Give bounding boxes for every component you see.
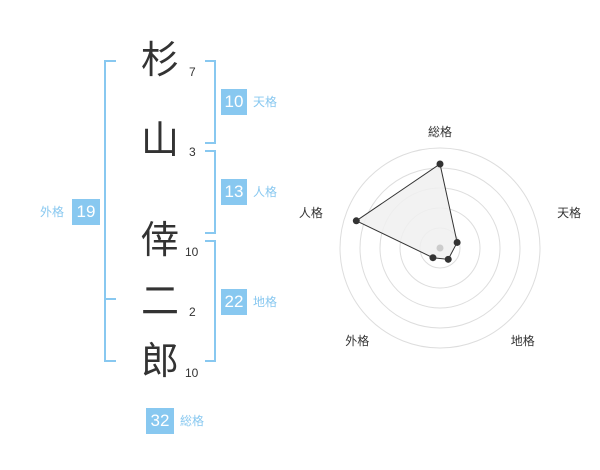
chikaku-label: 地格 <box>253 295 278 309</box>
kanji-3: 倖 <box>140 218 179 262</box>
tenkaku-bracket <box>205 60 216 144</box>
stroke-count-1: 7 <box>189 65 196 79</box>
chikaku-bracket <box>205 240 216 362</box>
stroke-count-2: 3 <box>189 145 196 159</box>
kanji-4: 二 <box>140 279 179 323</box>
radar-axis-label-1: 総格 <box>428 124 452 139</box>
stroke-count-4: 2 <box>189 305 196 319</box>
kanji-5: 郎 <box>140 339 179 383</box>
kanji-2: 山 <box>140 118 179 162</box>
stroke-count-3: 10 <box>185 245 199 259</box>
jinkaku-label: 人格 <box>253 185 278 199</box>
kanji-1: 杉 <box>140 38 179 82</box>
radar-point-4 <box>429 254 437 262</box>
radar-grid-ring-5 <box>339 147 541 349</box>
radar-axis-label-2: 天格 <box>557 205 581 220</box>
tenkaku-value: 10 <box>221 89 247 115</box>
radar-point-1 <box>436 160 444 168</box>
gaikaku-bracket-mid-tick <box>104 298 116 300</box>
gaikaku-value: 19 <box>72 199 100 225</box>
soukaku-label: 総格 <box>180 414 205 428</box>
radar-axis-label-3: 地格 <box>511 333 535 348</box>
tenkaku-label: 天格 <box>253 95 278 109</box>
radar-series-polygon <box>355 163 458 260</box>
radar-point-2 <box>453 238 461 246</box>
soukaku-value: 32 <box>146 408 174 434</box>
radar-point-5 <box>352 217 360 225</box>
jinkaku-bracket <box>205 150 216 234</box>
stroke-count-5: 10 <box>185 366 199 380</box>
radar-axis-label-5: 人格 <box>299 205 323 220</box>
radar-center-dot <box>436 244 444 252</box>
radar-axis-label-4: 外格 <box>345 333 369 348</box>
chikaku-value: 22 <box>221 289 247 315</box>
radar-point-3 <box>444 255 452 263</box>
gaikaku-label: 外格 <box>40 205 65 219</box>
jinkaku-value: 13 <box>221 179 247 205</box>
gaikaku-bracket <box>104 60 116 362</box>
